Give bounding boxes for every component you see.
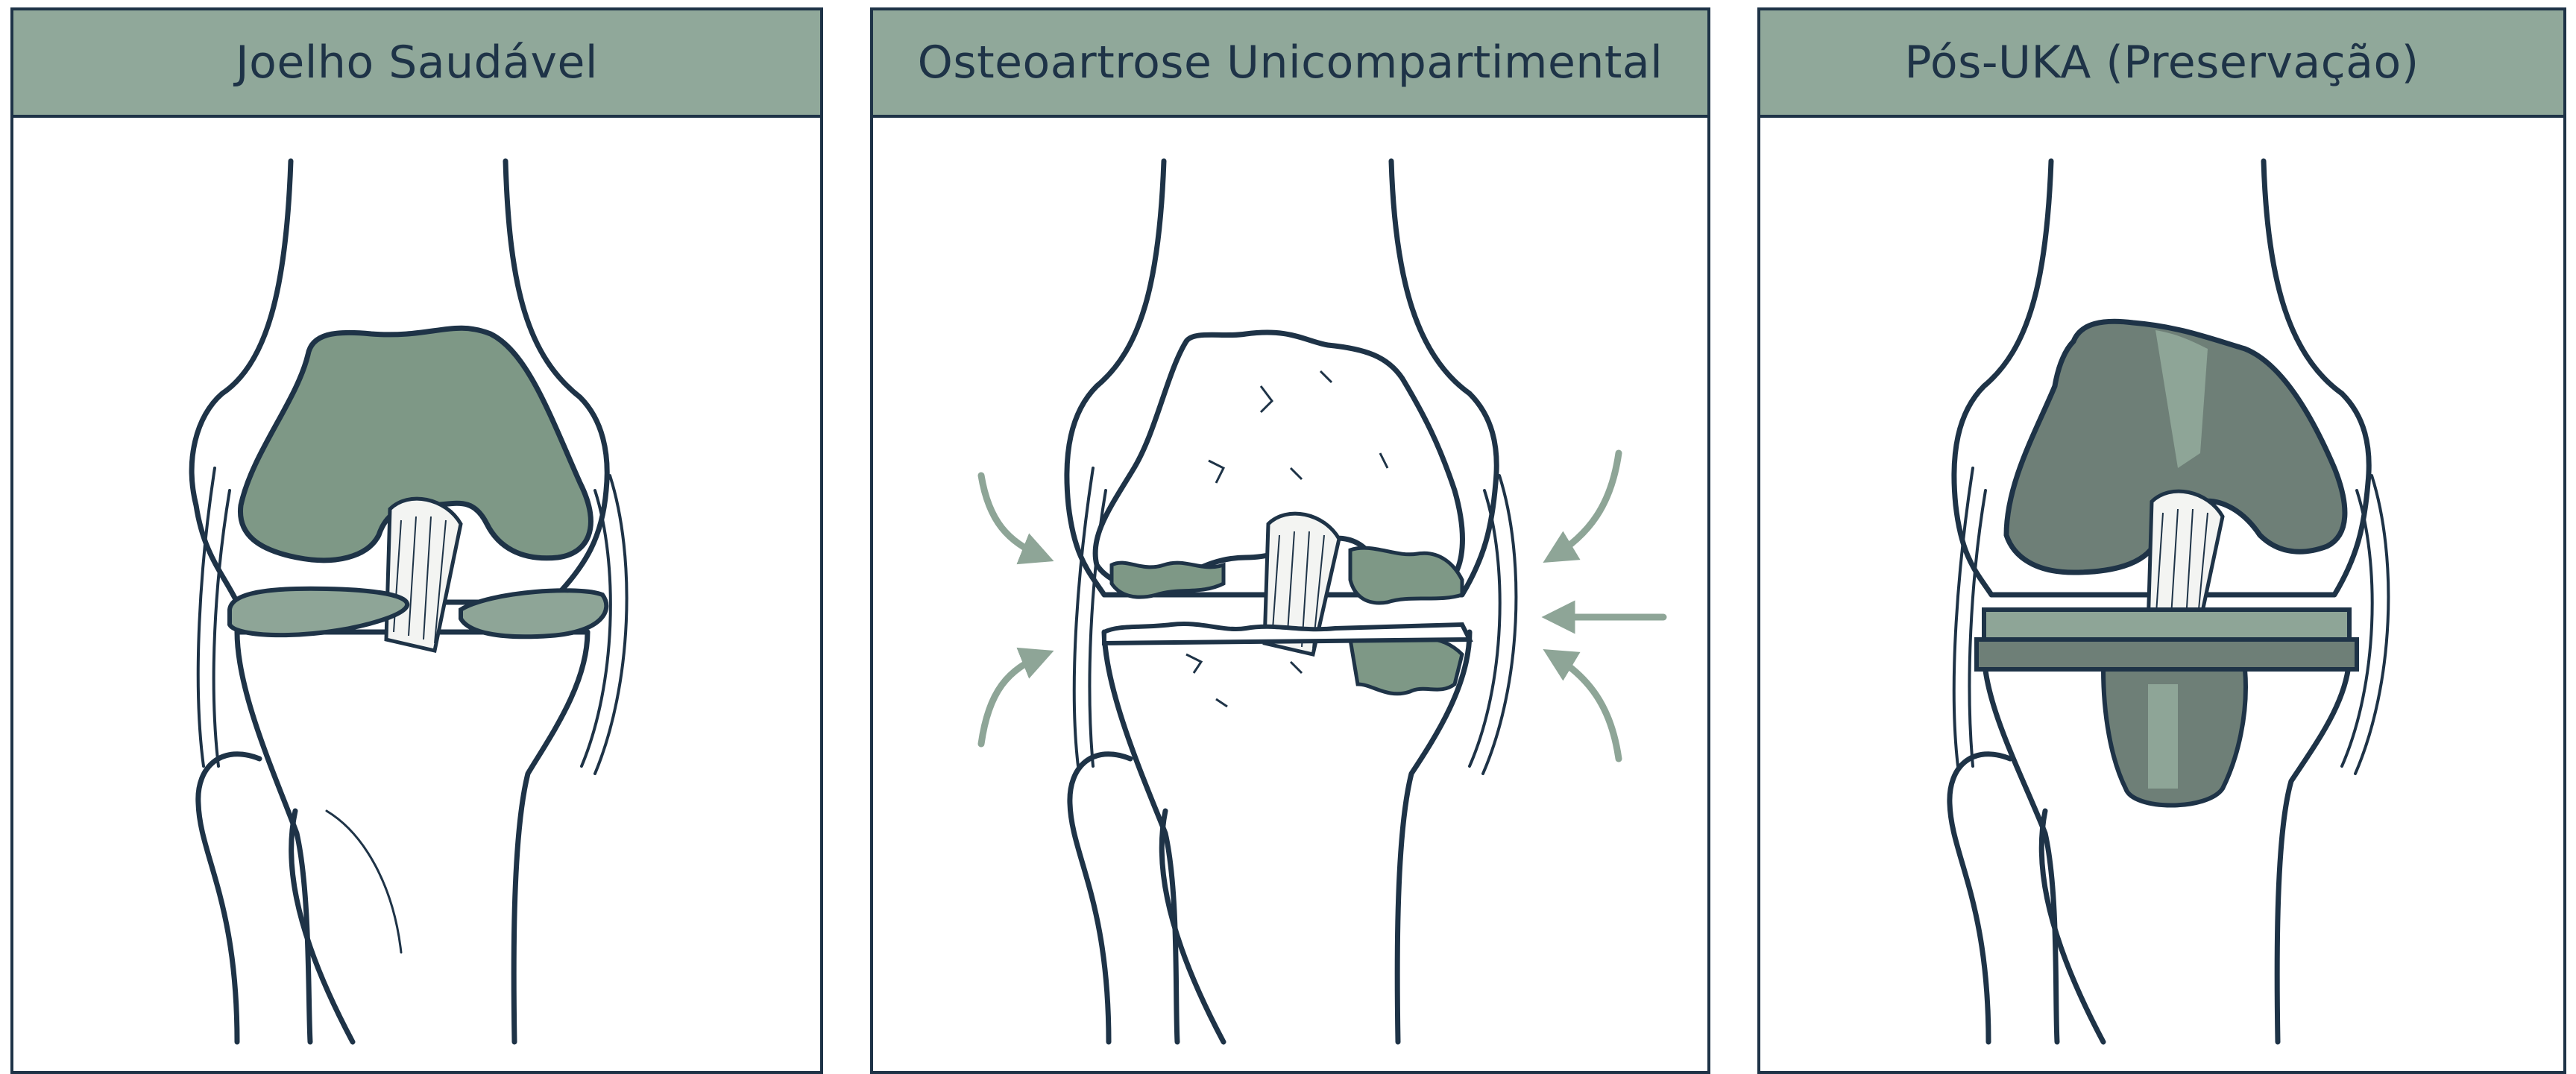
panel-title: Pós-UKA (Preservação) <box>1904 37 2419 89</box>
meniscus-right <box>461 590 606 636</box>
ligament-left <box>198 468 215 766</box>
fibula-outline <box>1070 754 1130 1042</box>
panel-post-uka: Pós-UKA (Preservação) <box>1757 7 2566 1074</box>
panel-header: Joelho Saudável <box>13 10 820 118</box>
tibia-outline-right <box>2277 654 2349 1042</box>
healthy-knee-illustration <box>13 118 820 1074</box>
osteoarthritis-knee-illustration <box>873 118 1707 1074</box>
panel-healthy: Joelho Saudável <box>10 7 823 1074</box>
ligament-left-2 <box>214 490 230 766</box>
panel-title: Osteoartrose Unicompartimental <box>918 37 1663 89</box>
meniscus <box>230 589 407 635</box>
fibula-outline <box>1950 754 2010 1042</box>
arrow-left-upper <box>981 476 1045 557</box>
tibia-texture <box>327 811 401 953</box>
arrow-left-lower <box>981 654 1045 744</box>
tibia-outline-right <box>514 632 588 1042</box>
fibula-outline <box>198 754 259 1042</box>
panel-osteoarthritis: Osteoartrose Unicompartimental <box>870 7 1710 1074</box>
ligament-right-2 <box>1470 490 1500 766</box>
panel-header: Pós-UKA (Preservação) <box>1760 10 2563 118</box>
fibula-inner <box>1162 811 1224 1042</box>
panel-title: Joelho Saudável <box>236 37 598 89</box>
tibial-insert <box>1984 610 2349 639</box>
tibia-plateau-worn <box>1104 624 1470 643</box>
tibia-outline <box>1984 654 2057 1042</box>
post-uka-knee-illustration <box>1760 118 2563 1074</box>
tibial-tray <box>1977 639 2357 669</box>
tibia-outline <box>237 632 310 1042</box>
fibula-inner <box>2041 811 2103 1042</box>
arrow-right-lower <box>1552 654 1619 759</box>
tibial-keel-highlight <box>2148 684 2178 789</box>
arrow-right-upper <box>1552 453 1619 557</box>
panel-header: Osteoartrose Unicompartimental <box>873 10 1707 118</box>
tibia-outline <box>1104 632 1177 1042</box>
